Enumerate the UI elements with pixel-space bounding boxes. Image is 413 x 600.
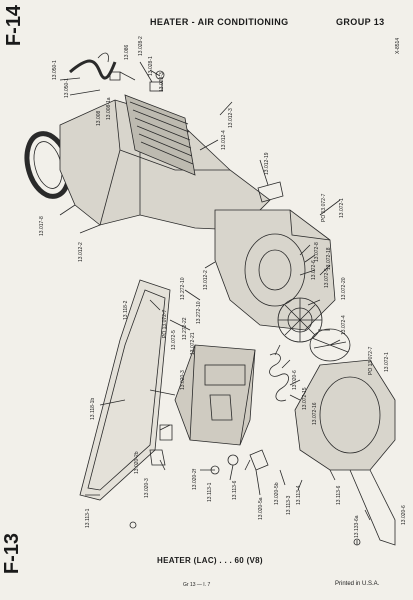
part-label: 13.072-21 <box>190 332 196 355</box>
heater-core-part <box>124 94 196 176</box>
seal-panel-part <box>79 279 171 501</box>
part-label: 13.272-22 <box>182 317 188 340</box>
part-label: 13.072-1 <box>339 198 345 218</box>
part-label: 13.113-1 <box>85 508 91 528</box>
part-label: 13.008-1a <box>106 97 112 120</box>
part-label: 13.113-3 <box>286 495 292 515</box>
part-label: 13.072-1 <box>384 352 390 372</box>
part-label: 13.050-1 <box>52 60 58 80</box>
part-label: 13.072-8 <box>314 242 320 262</box>
part-label: 13.012-3 <box>228 108 234 128</box>
part-label: 13.020-6 <box>292 370 298 390</box>
part-label: 13.072-20 <box>341 277 347 300</box>
part-label: 13.050-1 <box>64 78 70 98</box>
figure-caption: HEATER (LAC) . . . 60 (V8) <box>157 556 263 565</box>
part-label: 13.017-8 <box>39 216 45 236</box>
part-label: 13.028-1 <box>148 56 154 76</box>
part-label: 13.072-6 <box>311 260 317 280</box>
part-label: 13.072-18 <box>326 247 332 270</box>
part-label: 13.020-6 <box>401 505 407 525</box>
part-label: 13.012-19 <box>264 152 270 175</box>
part-label: 13.118-2 <box>123 300 129 320</box>
part-label: 13.008 <box>96 110 102 126</box>
part-label: 13.020-5a <box>258 497 264 520</box>
part-label: 13.072-5 <box>171 330 177 350</box>
part-label: 13.086 <box>124 44 130 60</box>
section-tab-bottom: F-13 <box>1 532 24 575</box>
part-label: 13.113-6 <box>232 480 238 500</box>
printed-note: Printed in U.S.A. <box>335 581 380 587</box>
part-label: 13.113-6 <box>336 485 342 505</box>
part-label: 13.028-3 <box>159 72 165 92</box>
part-label: 13.012-2 <box>203 270 209 290</box>
part-label: 13.020-2b <box>134 451 140 474</box>
part-label: PO 13.072-7 <box>368 346 374 375</box>
part-label: 13.012-4 <box>221 130 227 150</box>
group-label: GROUP 13 <box>336 17 385 27</box>
blower-fan-part <box>277 297 323 343</box>
page-title: HEATER - AIR CONDITIONING <box>150 17 289 27</box>
part-label: 13.113-1 <box>207 482 213 502</box>
part-label: 13.020-3 <box>180 370 186 390</box>
footer-code: Gr 13 — I. 7 <box>183 582 211 588</box>
part-label: 13.072-4 <box>341 315 347 335</box>
part-label: 13.113-4 <box>296 485 302 505</box>
part-label: 13.020-3 <box>144 478 150 498</box>
part-label: PO 13.072-7 <box>321 193 327 222</box>
part-label: 13.028-2 <box>138 36 144 56</box>
part-label: 13.072-5 <box>324 268 330 288</box>
part-label: 13.272-10 <box>196 301 202 324</box>
part-label: 13.020-5b <box>274 482 280 505</box>
blower-housing-part <box>214 209 336 331</box>
part-label: 13.272-10 <box>180 277 186 300</box>
part-label: 13.133-6a <box>354 515 360 538</box>
part-label: PO 13.072-7 <box>162 309 168 338</box>
part-number-labels: 13.050-1 13.050-1 13.086 13.028-2 13.028… <box>39 36 407 538</box>
part-label: 13.072-15 <box>302 387 308 410</box>
blower-wheel-part <box>309 328 351 362</box>
hose-part <box>69 59 117 80</box>
part-label: 13.012-2 <box>78 242 84 262</box>
spring-part <box>269 353 289 402</box>
hose-part <box>97 52 109 63</box>
part-label: 13.072-16 <box>312 402 318 425</box>
part-label: 13.118-1b <box>90 398 96 420</box>
part-label: 13.020-2f <box>192 468 198 490</box>
